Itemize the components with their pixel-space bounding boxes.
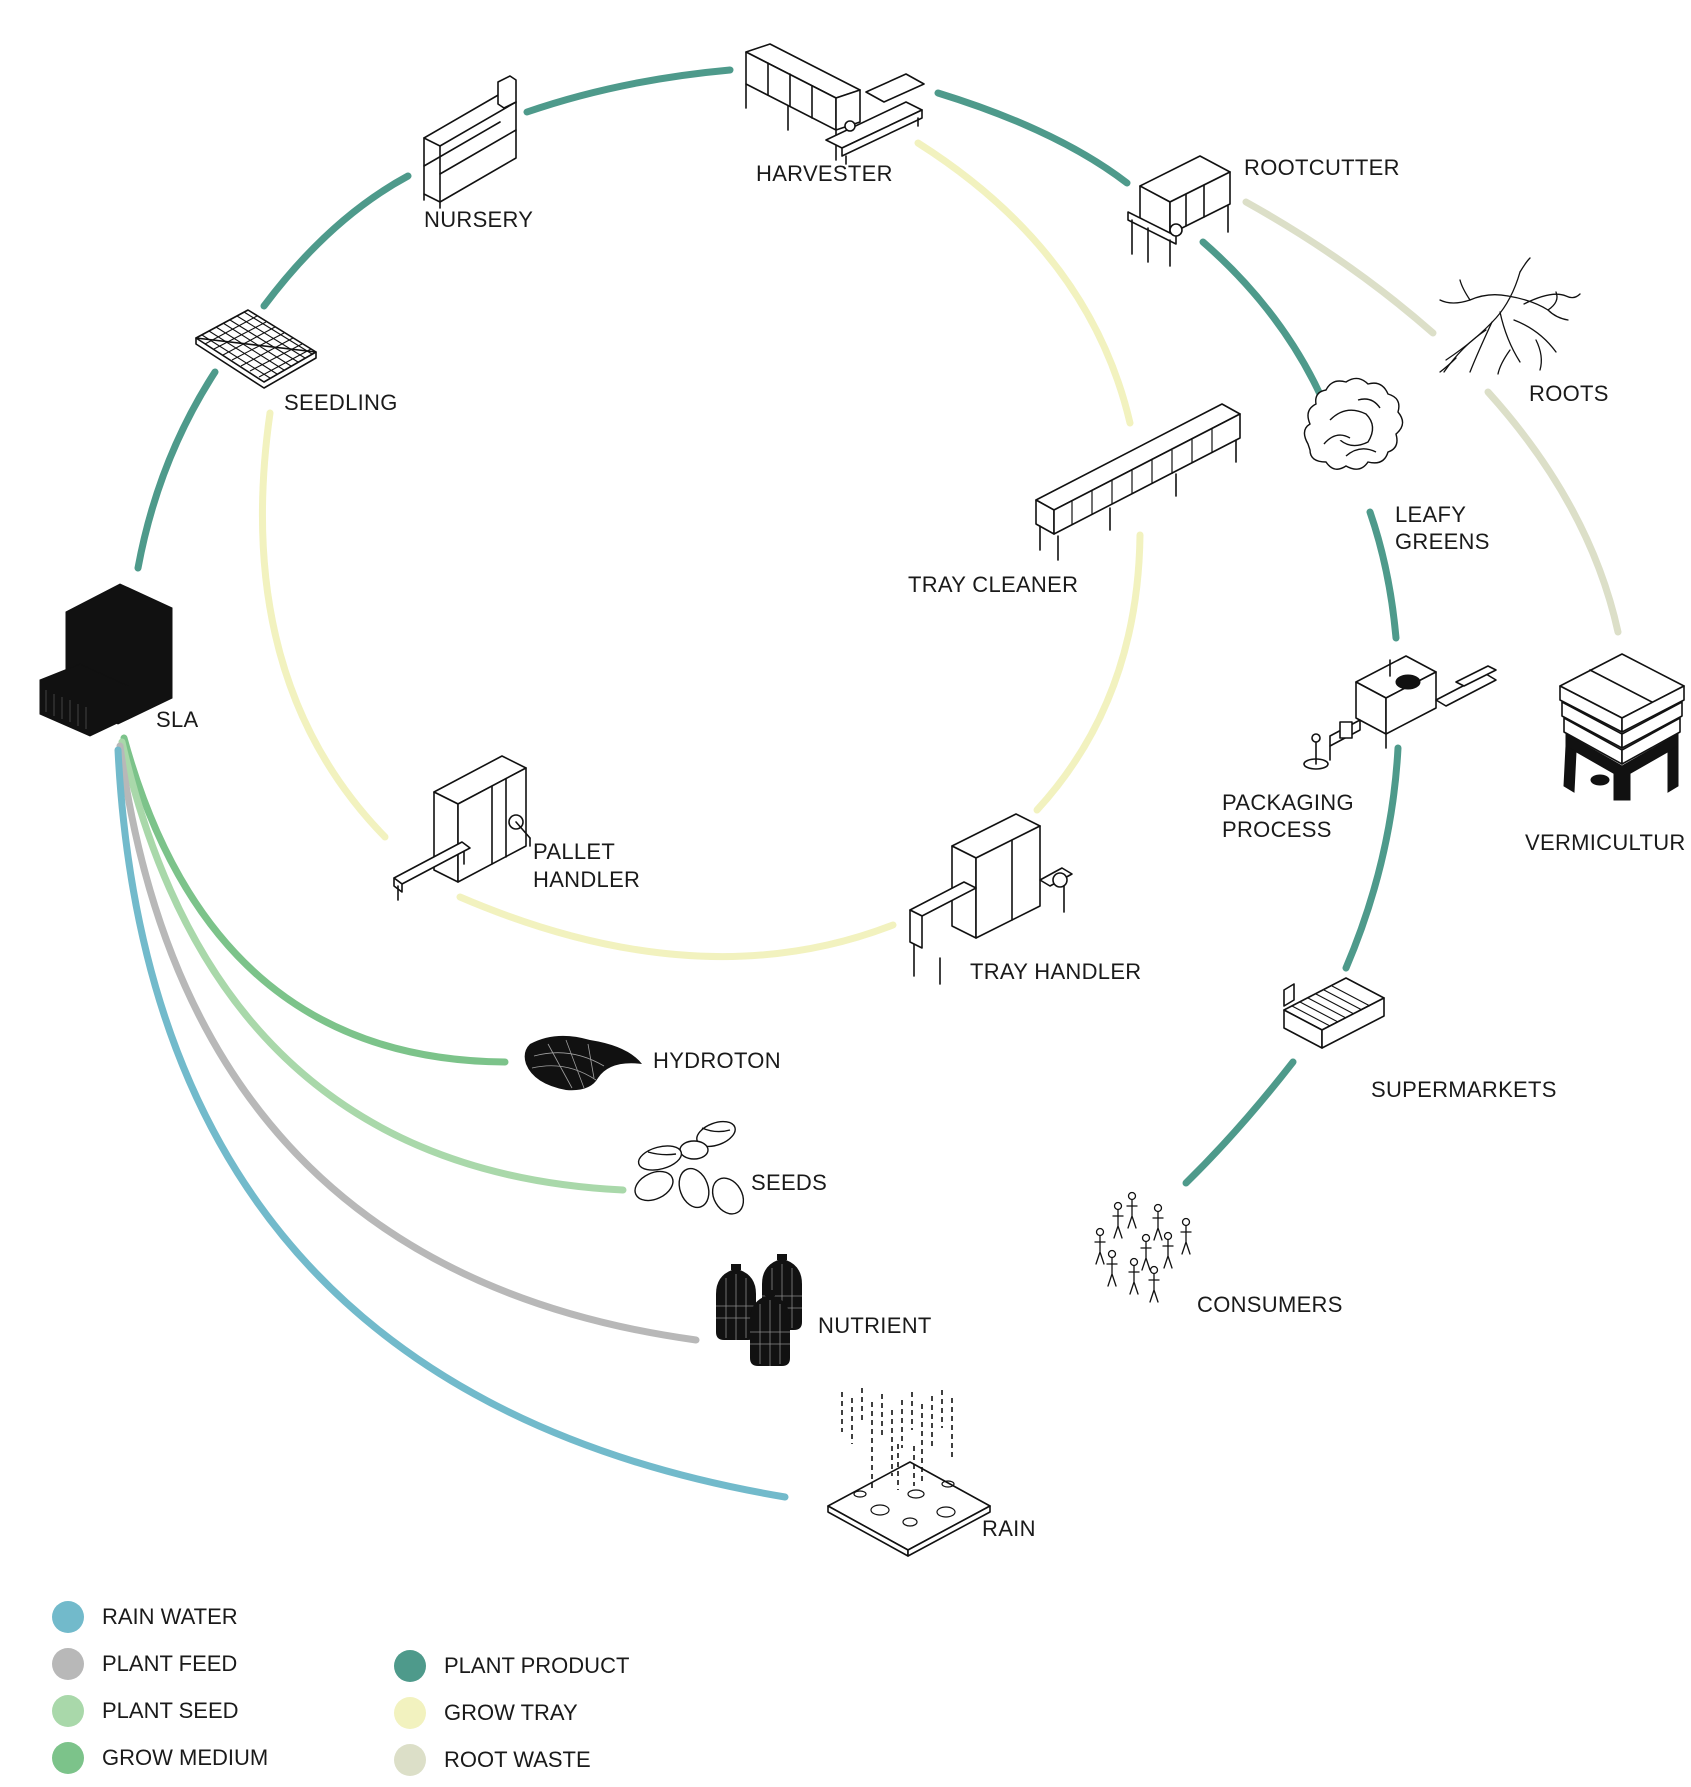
label-pallet-handler-line1: PALLET [533, 839, 615, 864]
legend-swatch-grow-tray [394, 1697, 426, 1729]
legend-item-grow-medium: GROW MEDIUM [52, 1741, 268, 1775]
legend-swatch-rain-water [52, 1601, 84, 1633]
label-rain: RAIN [982, 1516, 1036, 1541]
label-nutrient: NUTRIENT [818, 1313, 932, 1338]
legend-label: GROW MEDIUM [102, 1745, 269, 1770]
flow-grow-tray-pallethandler-seedling [258, 409, 389, 841]
supermarket-building-icon [1283, 977, 1385, 1049]
flow-plant-product-rootcutter-leafy [1199, 238, 1334, 421]
flow-plant-product-seedling-nursery [260, 172, 412, 310]
flow-grow-tray-trayhandler-pallethandler [456, 893, 897, 961]
nursery-rack-icon [423, 75, 517, 209]
hydroton-clay-icon [524, 1035, 642, 1091]
consumers-people-icon [1094, 1191, 1192, 1303]
flow-grow-tray-traycleaner-trayhandler [1033, 531, 1144, 814]
legend-item-plant-seed: PLANT SEED [52, 1694, 239, 1728]
legend-label: PLANT SEED [102, 1698, 239, 1723]
flow-plant-product-harvester-rootcutter [934, 89, 1131, 187]
seedling-tray-icon [195, 309, 317, 389]
label-sla: SLA [156, 707, 199, 732]
label-tray-handler: TRAY HANDLER [970, 959, 1142, 984]
rain-icon [827, 1388, 991, 1557]
legend-label: RAIN WATER [102, 1604, 238, 1629]
label-rootcutter: ROOTCUTTER [1244, 155, 1400, 180]
rootcutter-machine-icon [1127, 155, 1231, 267]
legend-item-plant-product: PLANT PRODUCT [394, 1649, 629, 1683]
flow-plant-product-sla-seedling [134, 368, 219, 572]
label-harvester: HARVESTER [756, 161, 893, 186]
legend-item-rain-water: RAIN WATER [52, 1600, 238, 1634]
nutrient-bottles-icon [716, 1254, 802, 1366]
legend-label: PLANT PRODUCT [444, 1653, 630, 1678]
leafy-greens-icon [1303, 377, 1404, 470]
flow-plant-feed-sla-nutrient [116, 742, 700, 1344]
label-roots: ROOTS [1529, 381, 1609, 406]
label-tray-cleaner: TRAY CLEANER [908, 572, 1078, 597]
flow-grow-tray-harvester-traycleaner [914, 139, 1134, 427]
legend-swatch-plant-product [394, 1650, 426, 1682]
legend-item-grow-tray: GROW TRAY [394, 1696, 578, 1730]
flow-plant-product-leafy-packaging [1366, 508, 1400, 642]
legend-item-plant-feed: PLANT FEED [52, 1647, 237, 1681]
label-packaging-line1: PACKAGING [1222, 790, 1354, 815]
flow-plant-seed-sla-seeds [118, 738, 627, 1194]
legend-swatch-plant-seed [52, 1695, 84, 1727]
harvester-machine-icon [745, 43, 925, 165]
legend-swatch-root-waste [394, 1744, 426, 1776]
flow-lines [114, 66, 1622, 1501]
roots-icon [1439, 257, 1581, 375]
legend-swatch-plant-feed [52, 1648, 84, 1680]
tray-cleaner-machine-icon [1035, 403, 1241, 561]
pallet-handler-machine-icon [393, 755, 531, 901]
tray-handler-machine-icon [909, 813, 1073, 985]
node-labels: NURSERY HARVESTER ROOTCUTTER SEEDLING RO… [156, 155, 1686, 1541]
legend: RAIN WATER PLANT FEED PLANT SEED GROW ME… [52, 1600, 752, 1780]
sla-building-icon [39, 583, 173, 737]
flow-plant-product-nursery-harvester [523, 66, 734, 116]
legend-swatch-grow-medium [52, 1742, 84, 1774]
legend-label: ROOT WASTE [444, 1747, 591, 1772]
label-leafy-greens-line2: GREENS [1395, 529, 1490, 554]
flow-grow-medium-sla-hydroton [120, 734, 509, 1066]
flow-root-waste-roots-vermiculture [1484, 388, 1622, 636]
label-leafy-greens-line1: LEAFY [1395, 502, 1466, 527]
label-seeds: SEEDS [751, 1170, 827, 1195]
legend-item-root-waste: ROOT WASTE [394, 1743, 591, 1777]
flow-plant-product-packaging-supermarkets [1342, 744, 1402, 972]
label-vermiculture: VERMICULTUR [1525, 830, 1686, 855]
seeds-icon [634, 1120, 745, 1215]
flow-plant-product-supermarkets-consumers [1182, 1058, 1297, 1187]
label-supermarkets: SUPERMARKETS [1371, 1077, 1557, 1102]
legend-label: GROW TRAY [444, 1700, 578, 1725]
legend-label: PLANT FEED [102, 1651, 238, 1676]
packaging-process-icon [1303, 655, 1497, 770]
label-hydroton: HYDROTON [653, 1048, 781, 1073]
flow-root-waste-rootcutter-roots [1242, 198, 1437, 337]
flow-rain-water-sla-rain [114, 746, 789, 1501]
label-pallet-handler-line2: HANDLER [533, 867, 640, 892]
label-packaging-line2: PROCESS [1222, 817, 1332, 842]
label-seedling: SEEDLING [284, 390, 398, 415]
label-consumers: CONSUMERS [1197, 1292, 1343, 1317]
vermiculture-bin-icon [1559, 653, 1685, 801]
label-nursery: NURSERY [424, 207, 533, 232]
